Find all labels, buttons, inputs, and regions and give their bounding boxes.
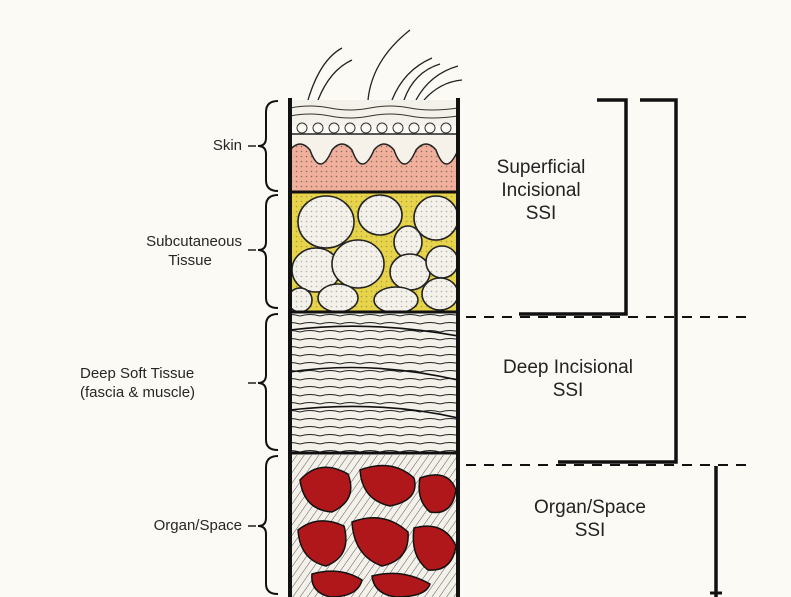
superficial-incisional-ssi-label: Superficial Incisional SSI xyxy=(464,156,618,225)
label-deep-soft-tissue: Deep Soft Tissue (fascia & muscle) xyxy=(80,364,246,402)
label-deep-line1: Deep Soft Tissue xyxy=(80,364,246,383)
label-skin: Skin xyxy=(160,136,242,155)
label-deep-line2: (fascia & muscle) xyxy=(80,383,246,402)
label-subcutaneous: Subcutaneous Tissue xyxy=(110,232,242,270)
label-organ-space: Organ/Space xyxy=(96,516,242,535)
organ-space-ssi-label: Organ/Space SSI xyxy=(490,496,690,542)
label-subcutaneous-line2: Tissue xyxy=(110,251,242,270)
hair-strands xyxy=(308,30,462,100)
layer-braces xyxy=(258,101,278,594)
label-subcutaneous-line1: Subcutaneous xyxy=(110,232,242,251)
epidermis-layer xyxy=(290,100,458,126)
deep-incisional-ssi-label: Deep Incisional SSI xyxy=(470,356,666,402)
